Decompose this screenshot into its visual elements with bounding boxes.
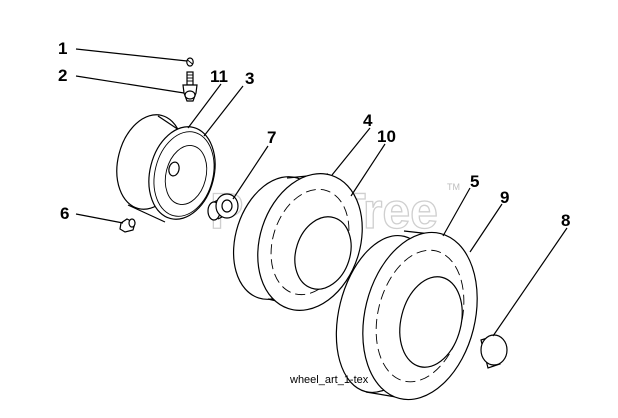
callout-6: 6 [60, 204, 69, 223]
callout-11: 11 [210, 67, 228, 86]
leader-lines [75, 48, 568, 337]
rear-tire [335, 230, 478, 401]
valve-stem-cap [186, 57, 194, 67]
front-tire [232, 173, 363, 311]
callout-3: 3 [245, 69, 254, 88]
hub-cap [480, 334, 508, 369]
callout-8: 8 [561, 211, 570, 230]
valve-stem [182, 71, 198, 102]
watermark-trademark: TM [447, 182, 460, 192]
diagram-caption: wheel_art_1-tex [289, 374, 369, 386]
callout-7: 7 [267, 128, 276, 147]
grease-fitting [119, 218, 136, 233]
bushing-washer [207, 193, 239, 221]
callout-9: 9 [500, 188, 509, 207]
callout-5: 5 [470, 172, 479, 191]
callout-4: 4 [363, 111, 373, 130]
callout-2: 2 [58, 66, 67, 85]
callout-10: 10 [377, 127, 396, 146]
callout-1: 1 [58, 39, 67, 58]
front-wheel-rim [116, 114, 216, 223]
